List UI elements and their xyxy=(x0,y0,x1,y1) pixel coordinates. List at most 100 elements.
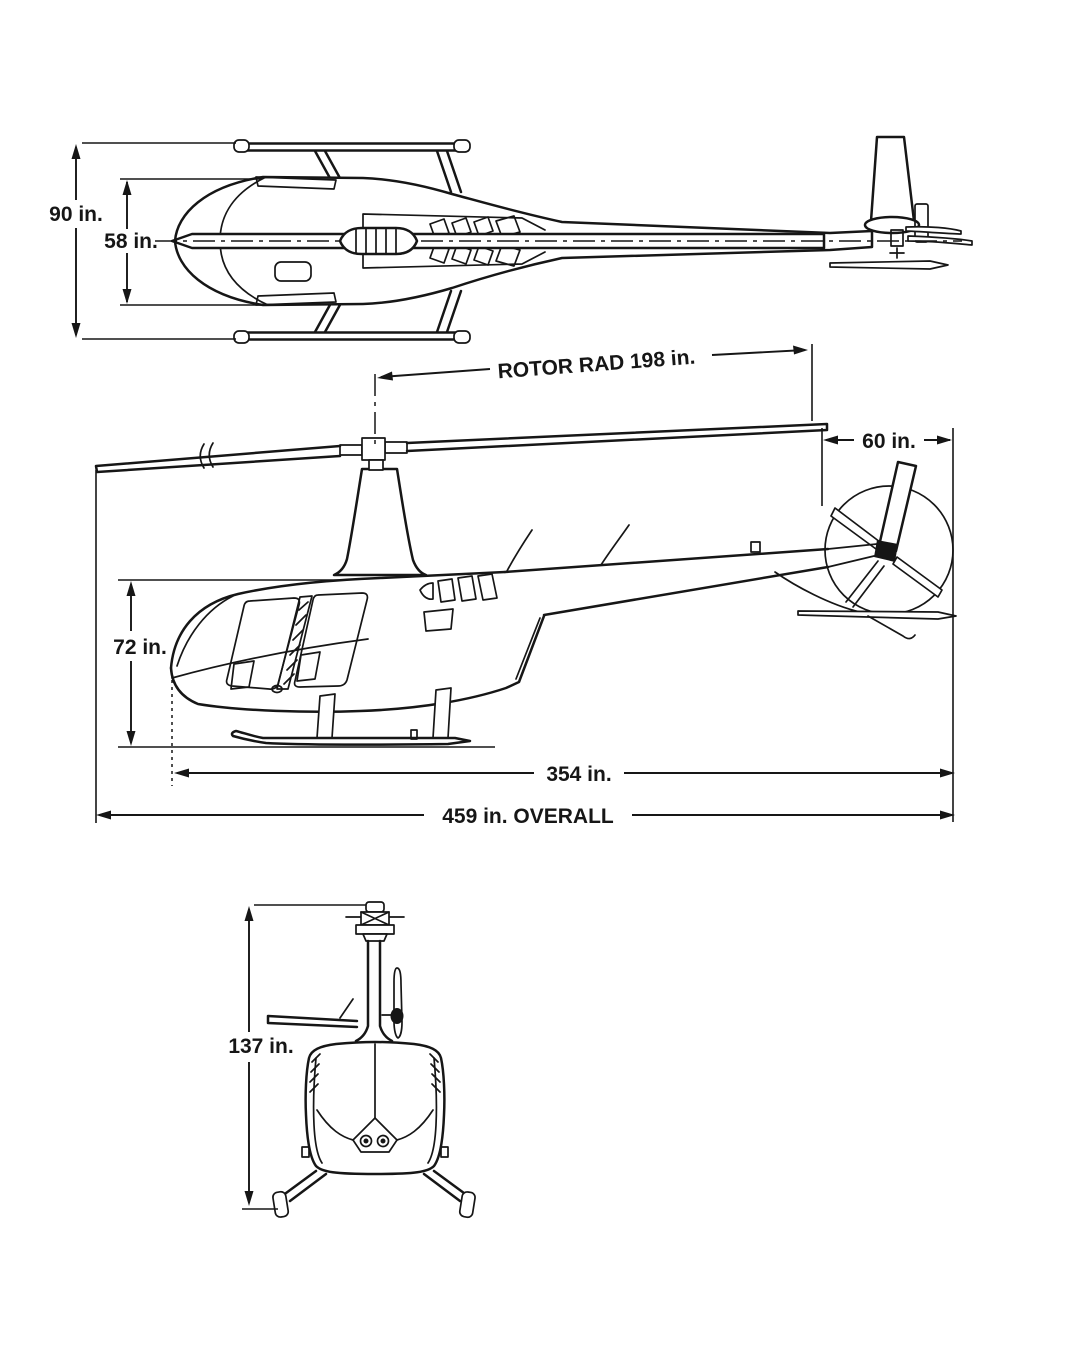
side-rotor-grip-left xyxy=(339,444,363,456)
side-rotor-grip-right xyxy=(384,441,408,454)
side-upper-fin xyxy=(877,460,918,553)
side-antennas xyxy=(506,524,630,572)
top-strut-rear-left xyxy=(435,289,463,334)
top-tailrotor-blade-a xyxy=(905,225,962,235)
side-lower-fin xyxy=(774,571,861,613)
front-landing-light-left-bulb xyxy=(363,1138,369,1144)
side-boom-tailcone xyxy=(827,543,878,568)
top-roof-panel-right xyxy=(255,176,337,190)
front-step-right xyxy=(440,1146,449,1158)
front-rotor-head-cross xyxy=(360,911,390,926)
side-main-blade-right xyxy=(405,422,829,453)
dim-354-arrow-right xyxy=(940,768,955,778)
top-tail-fin xyxy=(869,135,916,223)
dim-459-arrow-right xyxy=(940,810,955,820)
dim-label-cabin-width: 58 in. xyxy=(104,230,158,253)
top-strut-front-left xyxy=(313,301,343,334)
top-strut-rear-right xyxy=(435,149,463,194)
dim-354-arrow-left xyxy=(174,768,189,778)
front-chin-fairing xyxy=(352,1117,398,1153)
front-tailrotor-blade xyxy=(393,967,403,1039)
top-skid-right-front-cap xyxy=(233,139,250,153)
dim-60-extension-lines xyxy=(821,428,954,822)
side-blade-break-mark xyxy=(199,442,214,469)
side-rotor-shaft xyxy=(368,459,384,471)
dim-58-arrow-down xyxy=(122,289,132,304)
dim-60-arrow-left xyxy=(823,435,838,445)
top-strut-front-right xyxy=(313,149,343,182)
dim-label-fuselage-length: 354 in. xyxy=(546,763,611,786)
side-cowl-louvres xyxy=(419,573,498,603)
dim-rotor-rad-arrow-left xyxy=(377,371,393,381)
side-tailrotor-blade-se xyxy=(892,556,943,598)
side-view: ROTOR RAD 198 in. 60 in. 72 in. 354 in. … xyxy=(94,344,957,828)
dim-90-extension-lines xyxy=(82,142,236,340)
top-skid-left-rear-cap xyxy=(453,330,471,344)
side-skid xyxy=(230,729,472,746)
top-skid-right-tube xyxy=(238,142,470,152)
side-cabin-roof xyxy=(169,570,507,670)
dim-label-overall-height: 137 in. xyxy=(228,1035,293,1058)
side-rear-door-window xyxy=(293,592,369,688)
dim-rotor-rad-line xyxy=(380,349,806,378)
top-roof-panel-left xyxy=(255,292,337,306)
front-step-left xyxy=(301,1146,310,1158)
side-windshield-edge xyxy=(176,595,234,667)
dim-label-tail-rotor: 60 in. xyxy=(862,430,916,453)
side-horizontal-stabilizer xyxy=(797,610,957,620)
side-vent xyxy=(271,684,283,694)
dim-137-arrow-down xyxy=(244,1191,254,1206)
side-door-pillar-hatching xyxy=(283,601,309,685)
top-skid-left-front-cap xyxy=(233,330,250,344)
side-aft-edge-inner xyxy=(515,617,541,680)
side-rotor-head xyxy=(361,437,386,461)
front-landing-light-left xyxy=(359,1134,373,1148)
front-skid-legs xyxy=(280,1169,470,1203)
side-aft-window xyxy=(423,608,454,632)
front-rotor-cap xyxy=(365,901,385,913)
front-rotor-plate xyxy=(355,924,395,935)
top-skid-left-tube xyxy=(238,331,470,341)
side-door-pillar xyxy=(276,595,313,690)
dim-rotor-rad-arrow-right xyxy=(793,345,808,355)
top-roof-window xyxy=(274,261,312,282)
dim-72-arrow-up xyxy=(126,581,136,596)
dim-90-arrow-up xyxy=(71,144,81,159)
top-horizontal-stabilizer xyxy=(829,260,949,270)
dim-58-extension-lines xyxy=(120,178,262,306)
front-window-hatching xyxy=(309,1053,441,1093)
front-tailrotor-hub xyxy=(390,1008,404,1024)
dim-58-arrow-up xyxy=(122,180,132,195)
side-front-lower-window xyxy=(230,660,255,690)
side-tail-skid xyxy=(867,615,916,640)
front-main-blade xyxy=(266,1014,359,1029)
side-body-crease xyxy=(171,638,369,679)
dim-137-extension-lines xyxy=(242,904,366,1210)
side-main-blade-left xyxy=(94,444,342,474)
dim-60-arrow-right xyxy=(937,435,952,445)
side-skid-clamp xyxy=(410,729,418,740)
front-skid-foot-right xyxy=(458,1191,476,1219)
dim-459-arrow-left xyxy=(96,810,111,820)
side-tailrotor-hub xyxy=(874,540,898,562)
side-rear-lower-window xyxy=(296,651,321,682)
side-tail-boom xyxy=(503,547,830,617)
front-landing-light-right-bulb xyxy=(380,1138,386,1144)
top-rotor-hub-ribs xyxy=(355,228,397,254)
top-view: 90 in. 58 in. xyxy=(49,135,973,344)
side-tailrotor-blade-sw xyxy=(845,560,885,608)
dim-137-arrow-up xyxy=(244,906,254,921)
dim-label-overall-width: 90 in. xyxy=(49,203,103,226)
front-skid-foot-left xyxy=(272,1190,290,1218)
side-boom-fitting xyxy=(750,541,761,553)
front-cowl-curves xyxy=(316,1109,434,1141)
top-tailrotor-hub xyxy=(890,229,904,247)
dim-label-rotor-radius: ROTOR RAD 198 in. xyxy=(497,346,696,384)
top-rotor-hub xyxy=(338,226,419,256)
dim-90-arrow-down xyxy=(71,323,81,338)
side-rear-strut xyxy=(432,687,452,739)
front-swashplate xyxy=(362,933,388,942)
dim-72-extension-lines xyxy=(118,579,495,748)
